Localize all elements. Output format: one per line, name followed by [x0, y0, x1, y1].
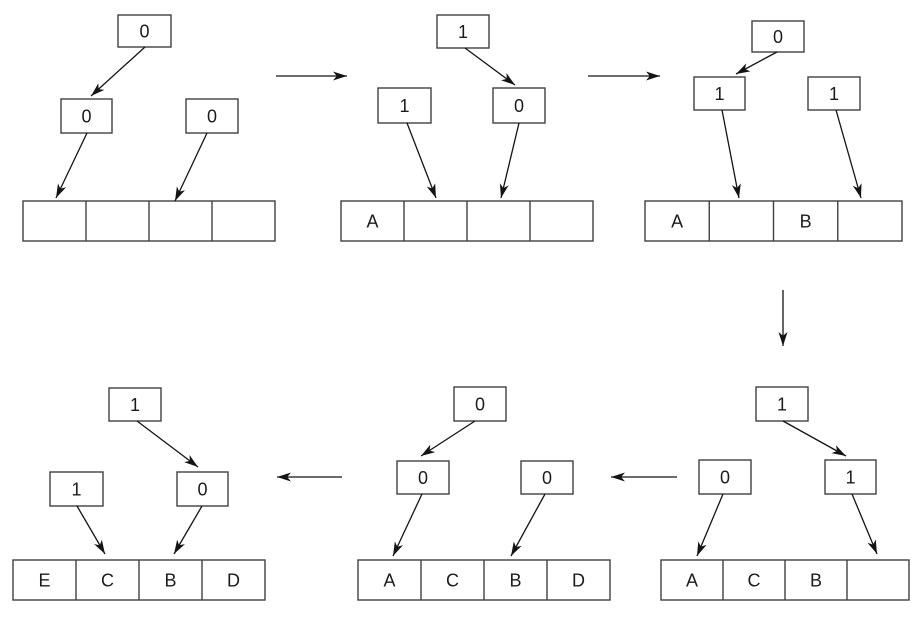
array-cell-label: C: [101, 571, 114, 591]
tree-node-box: [755, 386, 809, 422]
pointer-arrow: [782, 420, 847, 457]
pointer-arrow: [835, 109, 862, 199]
pointer-arrow: [406, 122, 437, 199]
array-cell-label: A: [671, 212, 683, 232]
array-cell-label: B: [810, 571, 822, 591]
pointer-arrow: [76, 505, 106, 555]
array-cell-label: E: [38, 571, 50, 591]
tree-node-box: [185, 98, 239, 134]
pointer-arrow: [420, 420, 476, 457]
tree-node-box: [176, 471, 229, 507]
tree-node-label: 0: [720, 468, 730, 488]
tree-node-box: [117, 14, 172, 48]
pointer-arrow: [510, 493, 546, 557]
tree-node-box: [453, 386, 507, 422]
tree-node-label: 0: [207, 107, 217, 127]
pointer-arrow: [721, 109, 741, 199]
array-cell-label: A: [366, 212, 378, 232]
diagram-step-1: 0 0 0: [22, 14, 276, 242]
pointer-arrow: [499, 122, 520, 199]
tree-node-label: 0: [542, 468, 552, 488]
array-cell-label: C: [748, 571, 761, 591]
diagram-step-2: 1 1 0A: [340, 14, 594, 242]
diagram-step-5: 0 0 0A C B D: [357, 386, 611, 601]
tree-node-box: [807, 76, 861, 111]
pointer-arrow: [696, 493, 724, 557]
array-cell-label: B: [164, 571, 176, 591]
pointer-arrow: [55, 132, 88, 199]
tree-node-label: 1: [845, 468, 855, 488]
tree-node-label: 0: [773, 27, 783, 47]
tree-node-label: 0: [418, 468, 428, 488]
tree-node-label: 1: [829, 84, 839, 104]
tree-node-box: [698, 459, 752, 495]
array-cell-label: D: [227, 571, 240, 591]
tree-node-box: [396, 460, 450, 495]
tree-node-box: [377, 87, 432, 124]
array-cell-label: A: [383, 571, 395, 591]
tree-node-label: 0: [514, 96, 524, 116]
pointer-arrow: [136, 420, 199, 468]
tree-node-label: 1: [399, 96, 409, 116]
tree-node-box: [108, 387, 162, 422]
tree-node-label: 1: [458, 22, 468, 42]
tree-node-label: 0: [81, 107, 91, 127]
array-cell-label: C: [446, 571, 459, 591]
tree-node-box: [751, 20, 805, 53]
tree-node-box: [693, 76, 746, 111]
tree-node-label: 1: [777, 395, 787, 415]
pointer-arrow: [174, 132, 208, 202]
array-cell-label: B: [509, 571, 521, 591]
tree-node-box: [436, 14, 490, 49]
tree-node-label: 0: [197, 480, 207, 500]
pointer-arrow: [851, 493, 878, 555]
pointer-arrow: [90, 46, 146, 97]
diagram-step-6: 1 1 0E C B D: [12, 387, 266, 601]
diagram-step-4: 1 0 1A C B: [660, 386, 910, 601]
tree-node-label: 1: [714, 84, 724, 104]
tree-node-box: [824, 459, 877, 495]
tree-node-label: 1: [130, 395, 140, 415]
array-cell-label: D: [572, 571, 585, 591]
tree-node-box: [520, 460, 574, 495]
pointer-arrow: [735, 51, 778, 75]
tree-node-box: [49, 471, 104, 507]
array-cell-label: B: [800, 212, 812, 232]
diagram-step-3: 0 1 1A B: [644, 20, 903, 242]
tree-node-box: [492, 87, 546, 124]
tree-node-label: 0: [475, 395, 485, 415]
array-cell-label: A: [686, 571, 698, 591]
pointer-arrow: [392, 493, 423, 557]
tree-node-label: 0: [139, 22, 149, 42]
tree-node-label: 1: [71, 480, 81, 500]
pointer-arrow: [173, 505, 203, 555]
pointer-arrow: [464, 47, 516, 86]
